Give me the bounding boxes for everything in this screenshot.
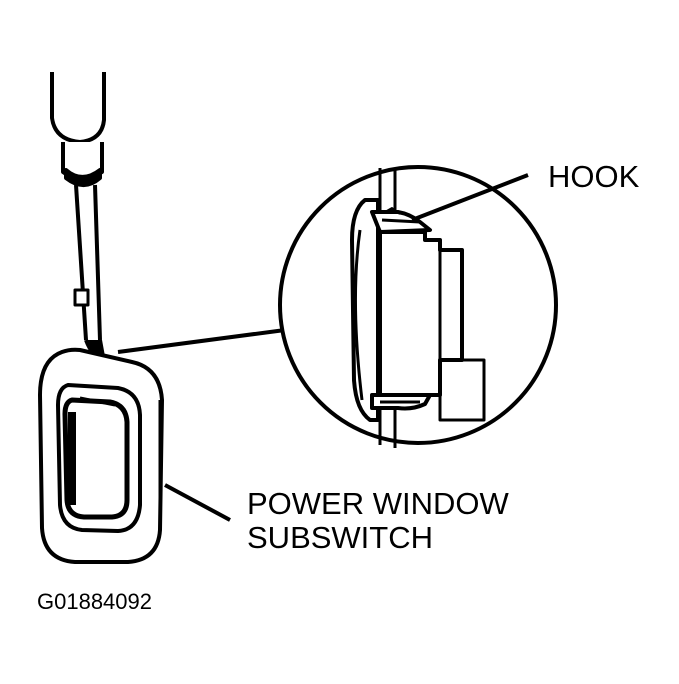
screwdriver (50, 72, 106, 364)
hook-leader-line (411, 173, 529, 222)
callout-line (117, 328, 286, 354)
power-window-subswitch-label: POWER WINDOW SUBSWITCH (247, 487, 509, 555)
subswitch-button (62, 397, 130, 520)
screwdriver-shaft (74, 184, 102, 341)
screwdriver-handle (50, 72, 106, 144)
subswitch-leader-line (164, 483, 231, 522)
hook-label: HOOK (548, 159, 640, 194)
subswitch-inner-rim (56, 383, 142, 533)
power-window-subswitch (38, 347, 164, 564)
subswitch-label-line2: SUBSWITCH (247, 520, 433, 555)
figure-id: G01884092 (37, 589, 152, 614)
magnified-view (278, 165, 558, 448)
subswitch-label-line1: POWER WINDOW (247, 486, 509, 521)
